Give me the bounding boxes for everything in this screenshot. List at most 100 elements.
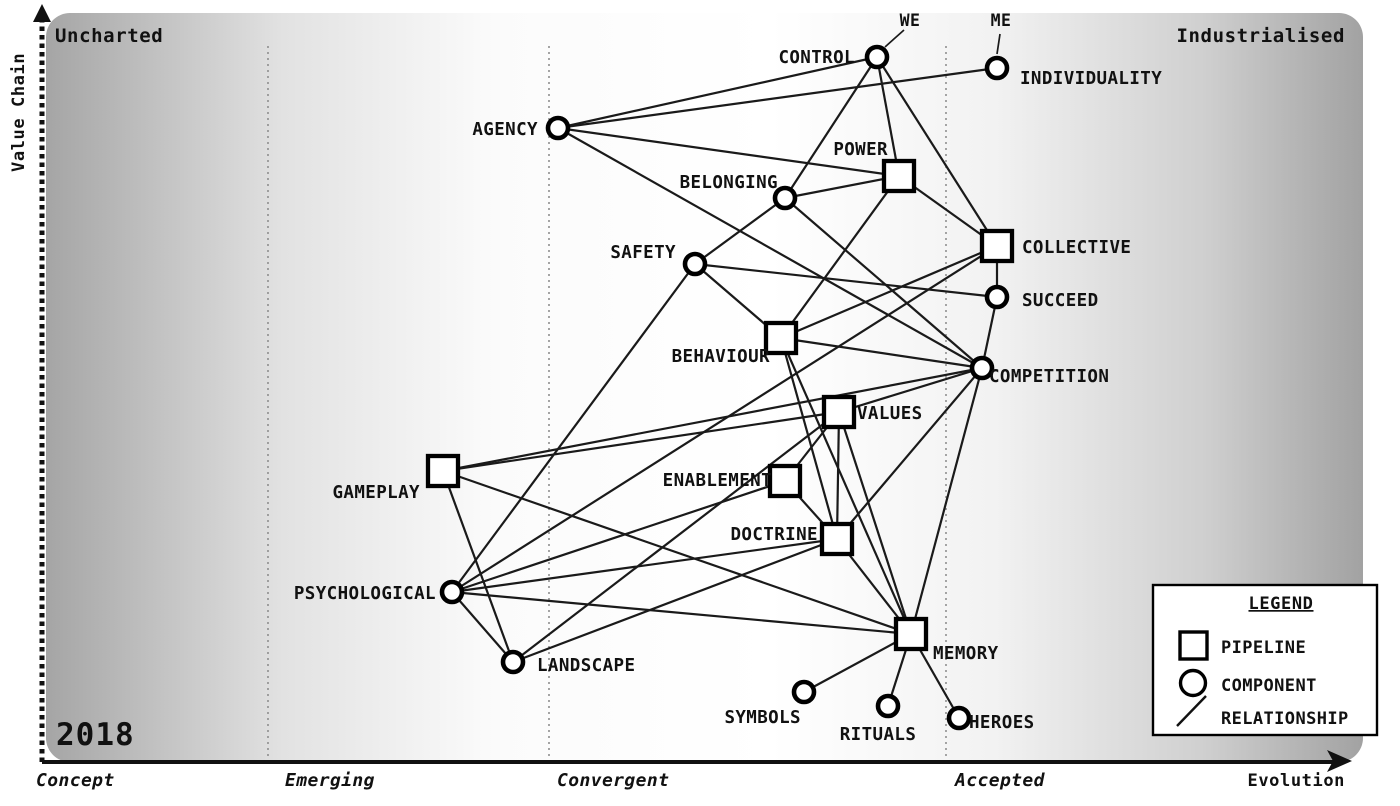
value-chain-axis: Value Chain [9,4,51,762]
edge-competition-gameplay [442,366,983,473]
node-labels: CONTROLINDIVIDUALITYAGENCYPOWERBELONGING… [294,48,1162,745]
edge-control-collective [876,56,998,247]
edge-collective-psychological [451,245,998,593]
node-individuality-circle[interactable] [984,55,1010,81]
label-psychological: PSYCHOLOGICAL [294,584,436,604]
label-collective: COLLECTIVE [1022,238,1131,258]
edge-collective-behaviour [780,244,998,340]
stage-labels: Concept Emerging Convergent Accepted [36,770,1046,791]
label-safety: SAFETY [610,243,676,263]
node-succeed-circle[interactable] [984,284,1010,310]
label-succeed: SUCCEED [1022,291,1099,311]
map-nodes [425,44,1015,731]
stage-label-convergent: Convergent [557,770,669,791]
node-agency-circle[interactable] [545,115,571,141]
label-values: VALUES [857,404,923,424]
pipeline-icon [1178,630,1209,661]
node-safety-circle[interactable] [682,251,708,277]
legend-component-label: COMPONENT [1221,676,1317,696]
label-power: POWER [833,140,888,160]
y-axis-label: Value Chain [9,53,29,172]
node-psychological-circle[interactable] [439,579,465,605]
stage-label-accepted: Accepted [954,770,1046,791]
label-memory: MEMORY [933,644,999,664]
evolution-axis: Concept Emerging Convergent Accepted Evolut… [36,750,1352,791]
label-agency: AGENCY [472,120,538,140]
edge-safety-psychological [451,263,696,593]
label-belonging: BELONGING [680,173,778,193]
edge-behaviour-doctrine [779,337,839,540]
edge-values-landscape [512,411,840,663]
annotation-line-me [996,33,1001,55]
edge-doctrine-psychological [451,537,838,594]
annotation-label-me: ME [991,11,1012,30]
node-memory-square[interactable] [893,616,929,652]
edge-control-power [875,56,901,177]
edge-agency-power [557,126,900,178]
label-heroes: HEROES [969,713,1035,733]
label-symbols: SYMBOLS [724,708,801,728]
node-behaviour-square[interactable] [763,320,799,356]
edge-memory-symbols [803,633,912,693]
edge-agency-control [557,55,878,130]
legend-relationship-label: RELATIONSHIP [1221,709,1349,729]
stage-boundaries [267,46,947,757]
stage-label-emerging: Emerging [285,770,375,791]
edge-belonging-competition [784,197,983,369]
node-gameplay-square[interactable] [425,453,461,489]
label-competition: COMPETITION [989,367,1109,387]
industrialised-label: Industrialised [1176,25,1345,47]
legend: LEGEND PIPELINE COMPONENT RELATIONSHIP [1151,583,1379,737]
edge-agency-individuality [557,66,998,130]
edge-gameplay-memory [442,469,912,636]
node-competition-circle[interactable] [969,355,995,381]
node-control-circle[interactable] [864,44,890,70]
edge-competition-doctrine [836,367,983,540]
stage-label-concept: Concept [36,770,115,791]
year-label: 2018 [56,717,135,753]
y-axis-arrowhead [33,4,51,22]
legend-title: LEGEND [1248,594,1313,614]
relationship-edges [441,55,999,719]
node-heroes-circle[interactable] [946,705,972,731]
edge-values-gameplay [442,410,840,473]
edge-values-doctrine [835,411,841,540]
x-axis-arrowhead [1327,750,1352,772]
node-doctrine-square[interactable] [819,521,855,557]
node-values-square[interactable] [821,394,857,430]
edge-power-behaviour [780,175,900,339]
node-collective-square[interactable] [979,228,1015,264]
edge-values-memory [837,411,913,635]
edge-gameplay-landscape [441,470,515,663]
label-doctrine: DOCTRINE [731,525,819,545]
edge-agency-competition [557,127,983,369]
node-symbols-circle[interactable] [791,679,817,705]
edge-psychological-memory [451,590,912,636]
node-belonging-circle[interactable] [772,185,798,211]
edge-competition-memory [909,367,984,635]
x-axis-label: Evolution [1247,771,1345,791]
label-rituals: RITUALS [840,725,917,745]
node-enablement-square[interactable] [767,463,803,499]
label-gameplay: GAMEPLAY [333,483,421,503]
edge-control-belonging [784,56,878,199]
label-individuality: INDIVIDUALITY [1020,69,1162,89]
edge-succeed-safety [694,262,998,299]
node-rituals-circle[interactable] [875,693,901,719]
annotation-line-we [884,29,905,48]
edge-behaviour-memory [779,337,913,635]
node-power-square[interactable] [881,158,917,194]
component-icon [1178,668,1208,698]
edge-enablement-psychological [451,479,786,594]
node-landscape-circle[interactable] [500,649,526,675]
legend-pipeline-label: PIPELINE [1221,638,1306,658]
edge-belonging-safety [694,197,786,265]
edge-doctrine-landscape [512,537,838,664]
edge-behaviour-competition [780,336,983,370]
edge-psychological-landscape [451,591,514,663]
edge-belonging-power [784,174,900,200]
label-behaviour: BEHAVIOUR [672,347,770,367]
